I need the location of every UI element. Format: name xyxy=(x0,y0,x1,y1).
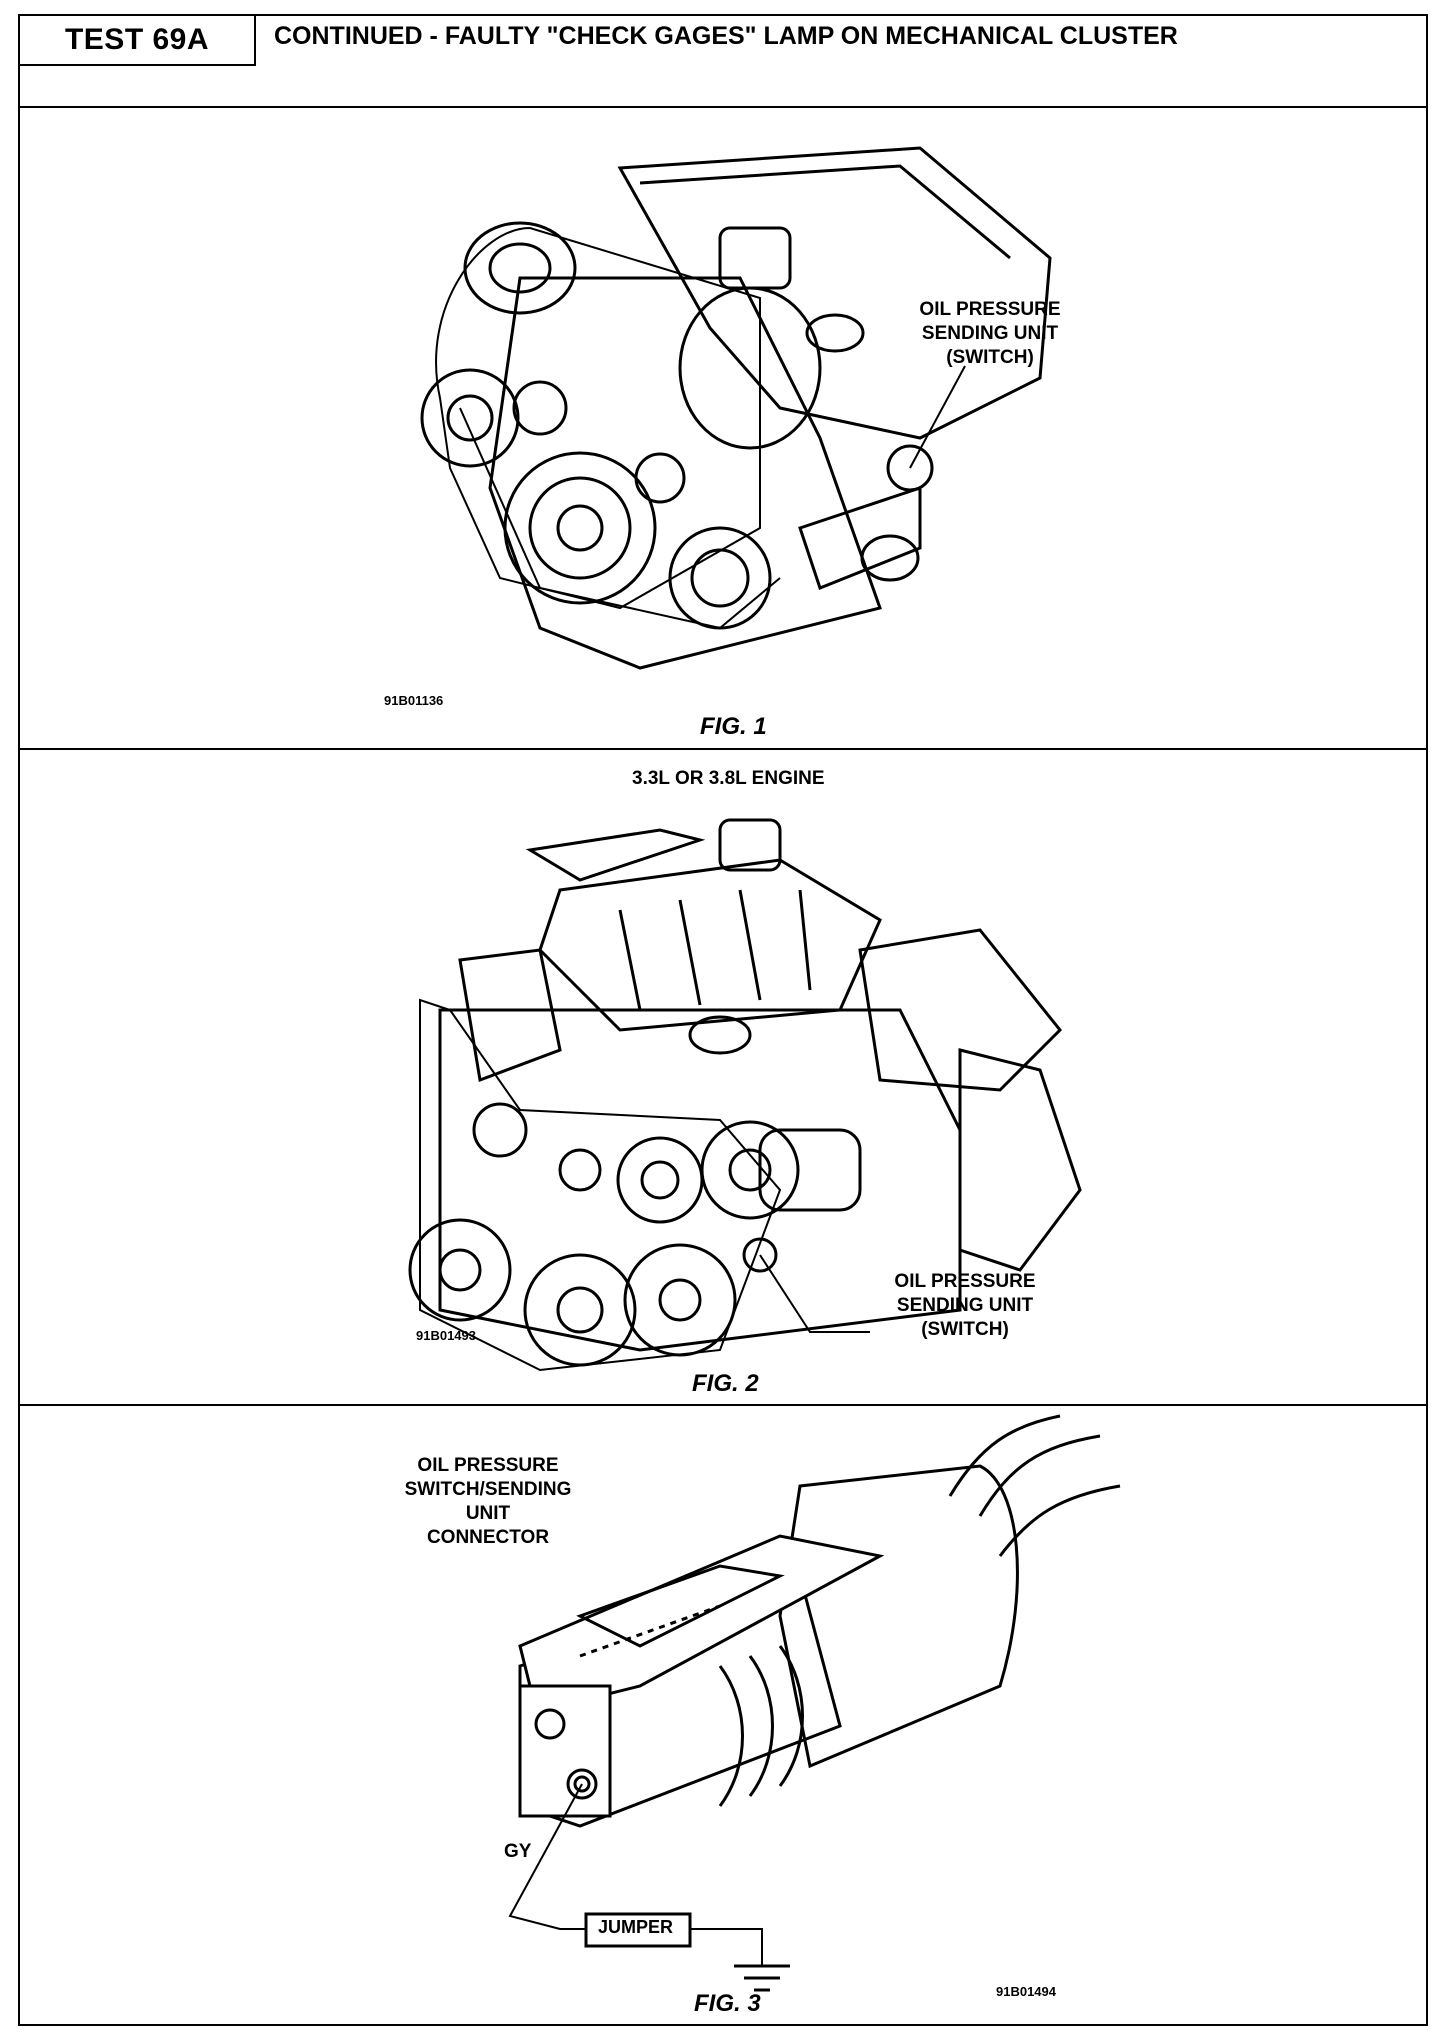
connector-illustration xyxy=(508,1414,1121,1992)
engine-illustration-2 xyxy=(408,818,1082,1372)
page-title: CONTINUED - FAULTY "CHECK GAGES" LAMP ON… xyxy=(274,22,1178,50)
fig2-heading: 3.3L OR 3.8L ENGINE xyxy=(632,768,825,789)
jumper-box xyxy=(584,1912,692,1948)
service-manual-page: TEST 69A CONTINUED - FAULTY "CHECK GAGES… xyxy=(18,14,1428,2026)
test-id: TEST 69A xyxy=(64,23,210,56)
wire-color-label: GY xyxy=(504,1841,532,1862)
figure-3-panel: OIL PRESSURE SWITCH/SENDING UNIT CONNECT… xyxy=(20,1406,1426,2024)
fig1-image-code: 91B01136 xyxy=(384,693,444,708)
fig2-caption: FIG. 2 xyxy=(692,1370,759,1397)
fig3-image-code: 91B01494 xyxy=(996,1984,1056,1999)
fig2-image-code: 91B01493 xyxy=(416,1328,476,1343)
fig2-callout: OIL PRESSURE SENDING UNIT (SWITCH) xyxy=(894,1271,1036,1340)
jumper-label: JUMPER xyxy=(598,1917,674,1937)
fig1-caption: FIG. 1 xyxy=(700,713,767,740)
engine-illustration-1 xyxy=(420,146,1052,670)
page-header: TEST 69A CONTINUED - FAULTY "CHECK GAGES… xyxy=(20,16,1426,108)
test-id-box: TEST 69A xyxy=(20,16,256,66)
figure-1-panel: OIL PRESSURE SENDING UNIT (SWITCH) 91B01… xyxy=(20,108,1426,750)
fig1-callout: OIL PRESSURE SENDING UNIT (SWITCH) xyxy=(919,299,1061,368)
fig3-caption: FIG. 3 xyxy=(694,1990,761,2017)
figure-2-panel: 3.3L OR 3.8L ENGINE xyxy=(20,750,1426,1406)
fig3-callout: OIL PRESSURE SWITCH/SENDING UNIT CONNECT… xyxy=(404,1455,572,1548)
